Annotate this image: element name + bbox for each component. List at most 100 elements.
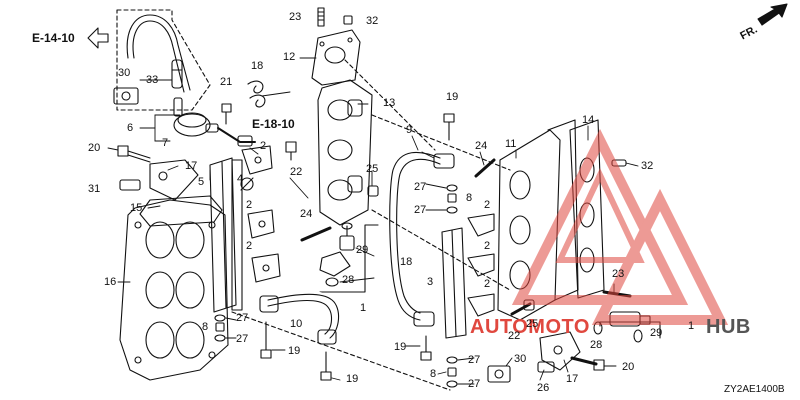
sensor-30-top — [113, 87, 139, 105]
callout-19-top: 19 — [446, 91, 459, 103]
sensor-body-center — [319, 251, 351, 277]
bolt-19-bottom-a — [260, 321, 272, 359]
callout-2-e: 2 — [484, 240, 491, 252]
callout-23: 23 — [289, 11, 302, 23]
o-ring-28-left — [325, 277, 339, 287]
callout-25: 25 — [366, 163, 379, 175]
cap-8-left — [215, 322, 225, 332]
callout-32-right: 32 — [641, 160, 654, 172]
exhaust-manifold-11 — [497, 119, 579, 321]
watermark-text-red: AUTOMOTO — [470, 316, 590, 338]
callout-32: 32 — [366, 15, 379, 27]
hose-group-outline — [116, 9, 211, 111]
callout-14: 14 — [582, 114, 595, 126]
callout-27-b: 27 — [414, 204, 427, 216]
callout-16: 16 — [104, 276, 117, 288]
bracket-17-right — [539, 331, 581, 371]
watermark-triangle — [511, 128, 729, 325]
callout-27-left-b: 27 — [236, 333, 249, 345]
bolt-19-bottom-c — [420, 335, 432, 361]
callout-1-left: 1 — [360, 302, 367, 314]
callout-23-right: 23 — [612, 268, 625, 280]
reference-e-14-10: E-14-10 — [32, 31, 75, 45]
intake-manifold-16 — [119, 199, 229, 381]
callout-2-f: 2 — [484, 278, 491, 290]
callout-20-right: 20 — [622, 361, 635, 373]
bolt-22-bottom — [510, 302, 532, 316]
callout-24-right: 24 — [475, 140, 488, 152]
callout-8-bottom: 8 — [430, 368, 437, 380]
washer-27-bottom-a — [446, 356, 458, 364]
leader-1-left — [319, 224, 379, 293]
callout-27-bottom-a: 27 — [468, 354, 481, 366]
callout-30: 30 — [118, 67, 131, 79]
diagram-code: ZY2AE1400B — [724, 384, 785, 395]
washer-27-left-b — [214, 334, 226, 342]
bracket-2f — [467, 293, 495, 317]
fuel-rail-3 — [441, 227, 467, 339]
clip-18-top — [247, 80, 266, 108]
bolt-20-right — [570, 356, 605, 371]
gasket-12 — [311, 29, 361, 86]
cap-8-bottom — [447, 367, 457, 377]
callout-19-bottom-a: 19 — [288, 345, 301, 357]
bolt-22-top — [285, 141, 297, 161]
washer-27-center-a — [446, 184, 458, 192]
bolt-20-left — [117, 145, 151, 163]
callout-5: 5 — [198, 176, 205, 188]
leader-lines — [107, 57, 639, 385]
fuel-pressure-regulator — [173, 97, 256, 147]
bolt-19-top — [443, 113, 455, 141]
washer-27-bottom-b — [446, 380, 458, 388]
cap-8-center — [447, 193, 457, 203]
fuel-pipe-10 — [259, 291, 342, 345]
callout-29-left: 29 — [356, 244, 369, 256]
callout-29-right: 29 — [650, 327, 663, 339]
callout-33: 33 — [146, 74, 159, 86]
callout-28-left: 28 — [342, 274, 355, 286]
callout-2-d: 2 — [484, 199, 491, 211]
callout-7: 7 — [162, 137, 169, 149]
callout-12: 12 — [283, 51, 296, 63]
callout-27-left-a: 27 — [236, 312, 249, 324]
callout-27-a: 27 — [414, 181, 427, 193]
sensor-29-left — [339, 222, 355, 251]
callout-22-top: 22 — [290, 166, 303, 178]
callout-25-bottom: 25 — [526, 318, 539, 330]
reference-arrow-left — [87, 27, 109, 49]
callout-8-left: 8 — [202, 321, 209, 333]
cap-32-top — [343, 15, 353, 25]
watermark-text-gray: HUB — [706, 316, 751, 338]
assembly-lines — [231, 59, 511, 391]
callout-3: 3 — [427, 276, 434, 288]
o-ring-29-right — [633, 329, 643, 343]
callout-21: 21 — [220, 76, 233, 88]
callout-31: 31 — [88, 183, 101, 195]
cap-25 — [367, 185, 379, 197]
fuel-pipe-9 — [386, 149, 455, 327]
front-direction-arrow — [757, 3, 788, 26]
callout-19-bottom-c: 19 — [394, 341, 407, 353]
reference-e-18-10: E-18-10 — [252, 117, 295, 131]
bracket-2c — [251, 253, 281, 283]
callout-17-left: 17 — [185, 160, 198, 172]
callout-19-bottom-b: 19 — [346, 373, 359, 385]
fuel-rail-5 — [209, 157, 243, 313]
bolt-21 — [221, 103, 232, 125]
plug-4 — [240, 177, 254, 191]
bolt-19-bottom-b — [320, 351, 332, 381]
callout-6: 6 — [127, 122, 134, 134]
callout-11: 11 — [505, 138, 517, 150]
callout-20-left: 20 — [88, 142, 101, 154]
gasket-15 — [139, 195, 223, 227]
exhaust-manifold-13 — [317, 79, 373, 226]
callout-8-a: 8 — [466, 192, 473, 204]
callout-22-bottom: 22 — [508, 330, 521, 342]
breather-hose — [126, 14, 191, 91]
clip-31 — [119, 179, 141, 191]
washer-27-left-a — [214, 314, 226, 322]
callout-2-c: 2 — [246, 240, 253, 252]
bolt-23-top — [317, 7, 325, 27]
bracket-2a — [241, 145, 273, 175]
